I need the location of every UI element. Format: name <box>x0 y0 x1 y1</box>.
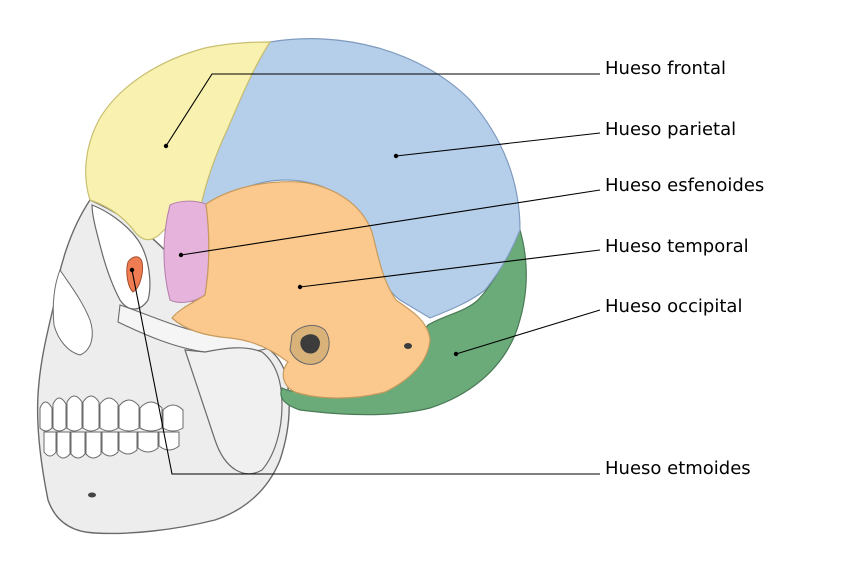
dot-ethmoid <box>130 268 134 272</box>
occipital-foramen <box>404 343 412 349</box>
label-occipital: Hueso occipital <box>605 296 742 317</box>
label-ethmoid: Hueso etmoides <box>605 458 751 479</box>
dot-sphenoid <box>179 253 183 257</box>
label-sphenoid: Hueso esfenoides <box>605 175 764 196</box>
dot-frontal <box>164 144 168 148</box>
label-temporal: Hueso temporal <box>605 236 749 257</box>
mental-foramen <box>88 493 96 498</box>
dot-parietal <box>394 154 398 158</box>
dot-temporal <box>298 285 302 289</box>
label-frontal: Hueso frontal <box>605 58 726 79</box>
dot-occipital <box>454 352 458 356</box>
label-parietal: Hueso parietal <box>605 119 736 140</box>
